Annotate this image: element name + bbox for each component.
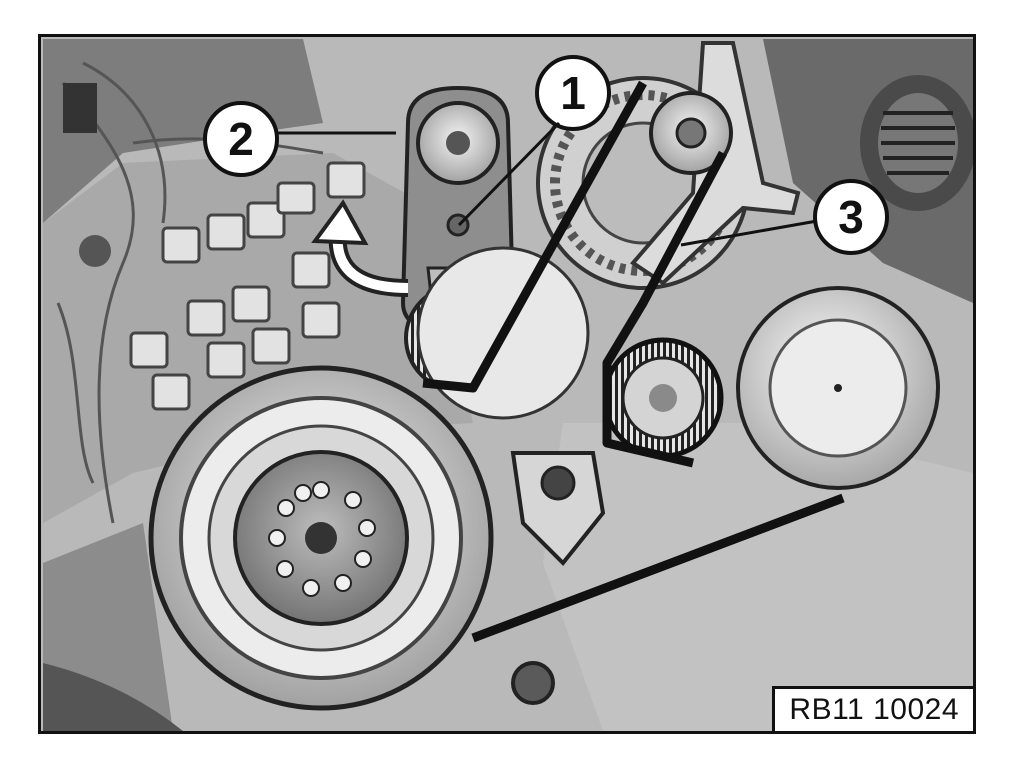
callout-3: 3 xyxy=(813,179,889,255)
housing-cutouts xyxy=(129,161,366,411)
ac-compressor-pulley xyxy=(736,286,940,490)
drive-belt xyxy=(422,80,845,643)
figure-reference-code: RB11 10024 xyxy=(772,686,973,731)
callout-1: 1 xyxy=(535,55,611,131)
mounting-boss xyxy=(510,451,606,705)
leader-lines xyxy=(275,121,818,247)
callout-2-label: 2 xyxy=(228,113,254,165)
callout-2: 2 xyxy=(203,101,279,177)
rotation-arrow xyxy=(311,199,409,297)
crankshaft-pulley xyxy=(148,365,494,711)
callout-1-label: 1 xyxy=(560,67,586,119)
engine-belt-drive-illustration xyxy=(41,37,973,731)
cable-clip xyxy=(79,235,111,267)
callout-3-label: 3 xyxy=(838,191,864,243)
connector-plug xyxy=(63,83,97,133)
diagram-frame: 1 2 3 RB11 10024 xyxy=(38,34,976,734)
coolant-hose xyxy=(860,75,973,211)
